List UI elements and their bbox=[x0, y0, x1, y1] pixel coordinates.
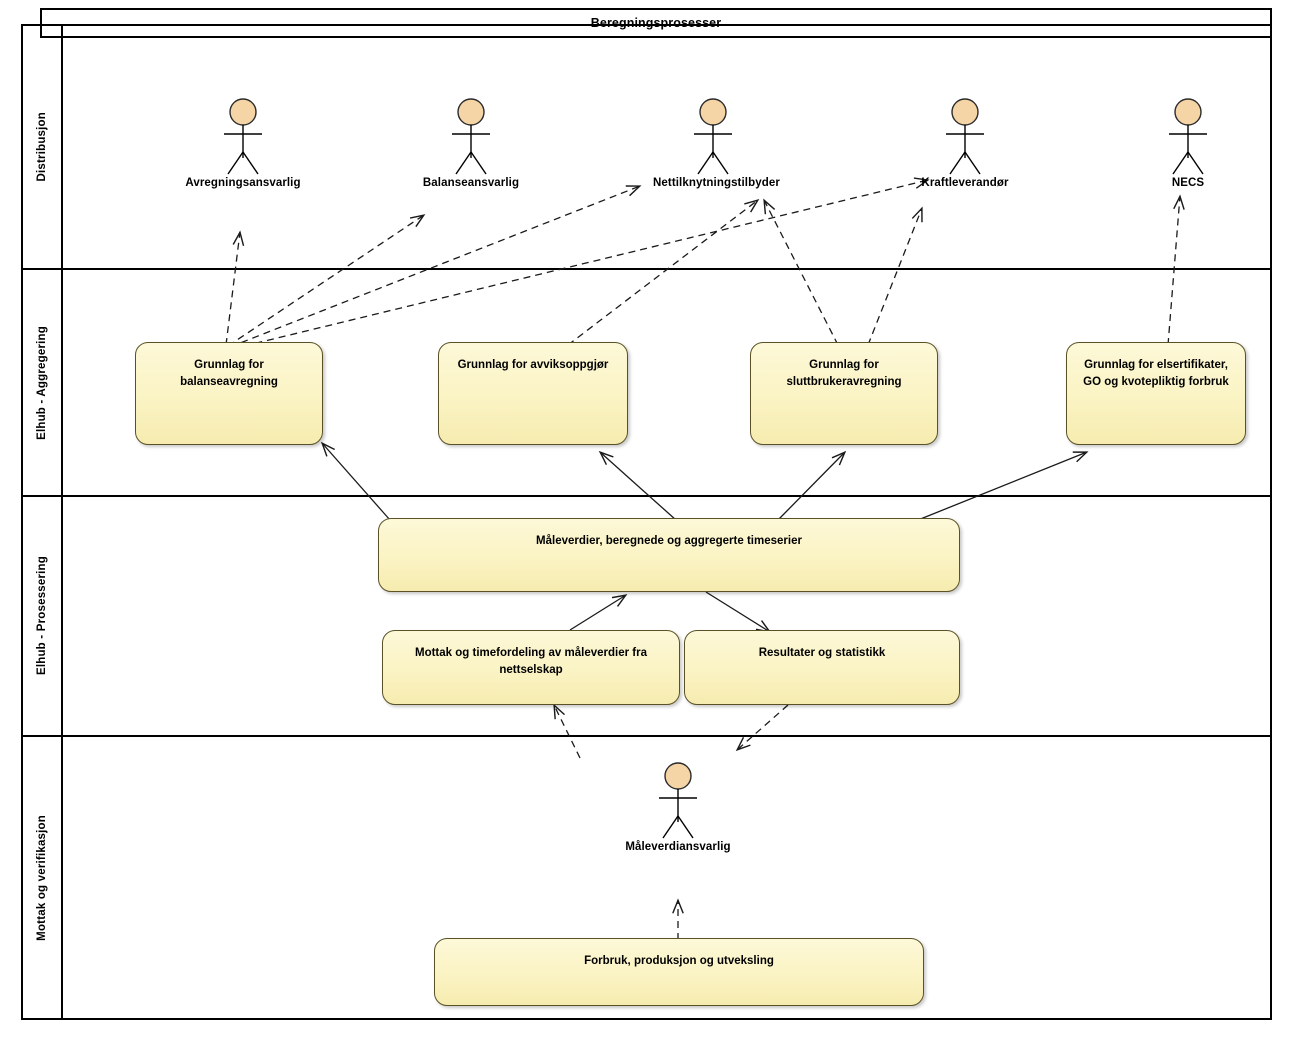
actor-icon bbox=[618, 762, 738, 840]
node-resultater[interactable]: Resultater og statistikk bbox=[684, 630, 960, 705]
swimlane-label-prosessering: Elhub - Prosessering bbox=[36, 556, 48, 676]
swimlane-header-verifikasjon: Mottak og verifikasjon bbox=[23, 737, 63, 1018]
swimlane-label-aggregering: Elhub - Aggregering bbox=[36, 325, 48, 440]
node-sluttbrukeravregning[interactable]: Grunnlag for sluttbrukeravregning bbox=[750, 342, 938, 445]
swimlane-header-distribusjon: Distribusjon bbox=[23, 26, 63, 268]
actor-icon bbox=[653, 98, 773, 176]
node-mottak[interactable]: Mottak og timefordeling av måleverdier f… bbox=[382, 630, 680, 705]
node-maleverdier[interactable]: Måleverdier, beregnede og aggregerte tim… bbox=[378, 518, 960, 592]
node-balanseavregning[interactable]: Grunnlag for balanseavregning bbox=[135, 342, 323, 445]
node-label: Forbruk, produksjon og utveksling bbox=[584, 955, 774, 967]
node-label: Grunnlag for balanseavregning bbox=[180, 359, 278, 388]
diagram-title-bar: Beregningsprosesser bbox=[40, 8, 1272, 38]
node-label: Mottak og timefordeling av måleverdier f… bbox=[415, 647, 647, 676]
swimlane-prosessering: Elhub - Prosessering bbox=[23, 497, 1270, 737]
node-label: Grunnlag for avviksoppgjør bbox=[457, 359, 609, 371]
actor-label: Kraftleverandør bbox=[921, 177, 1009, 189]
node-label: Grunnlag for elsertifikater, GO og kvote… bbox=[1083, 359, 1229, 388]
actor-icon bbox=[1128, 98, 1248, 176]
actor-balanseansvarlig[interactable]: Balanseansvarlig bbox=[411, 98, 531, 189]
node-forbruk[interactable]: Forbruk, produksjon og utveksling bbox=[434, 938, 924, 1006]
node-avviksoppgjor[interactable]: Grunnlag for avviksoppgjør bbox=[438, 342, 628, 445]
actor-necs[interactable]: NECS bbox=[1128, 98, 1248, 189]
actor-maleverdiansvarlig[interactable]: Måleverdiansvarlig bbox=[618, 762, 738, 853]
swimlane-label-distribusjon: Distribusjon bbox=[36, 112, 48, 182]
swimlane-header-aggregering: Elhub - Aggregering bbox=[23, 270, 63, 495]
actor-avregningsansvarlig[interactable]: Avregningsansvarlig bbox=[183, 98, 303, 189]
node-label: Resultater og statistikk bbox=[758, 647, 886, 659]
swimlane-label-verifikasjon: Mottak og verifikasjon bbox=[36, 814, 48, 941]
node-label: Grunnlag for sluttbrukeravregning bbox=[786, 359, 902, 388]
swimlane-verifikasjon: Mottak og verifikasjon bbox=[23, 737, 1270, 1018]
page-title: Beregningsprosesser bbox=[590, 16, 722, 30]
node-elsertifikater[interactable]: Grunnlag for elsertifikater, GO og kvote… bbox=[1066, 342, 1246, 445]
actor-label: Nettilknytningstilbyder bbox=[653, 177, 780, 189]
node-label: Måleverdier, beregnede og aggregerte tim… bbox=[536, 535, 802, 547]
actor-icon bbox=[183, 98, 303, 176]
swimlane-header-prosessering: Elhub - Prosessering bbox=[23, 497, 63, 735]
actor-label: Balanseansvarlig bbox=[422, 177, 520, 189]
actor-kraftleverandor[interactable]: Kraftleverandør bbox=[905, 98, 1025, 189]
actor-label: Avregningsansvarlig bbox=[185, 177, 301, 189]
actor-label: NECS bbox=[1171, 177, 1205, 189]
actor-icon bbox=[905, 98, 1025, 176]
actor-icon bbox=[411, 98, 531, 176]
actor-nettilknytningstilbyder[interactable]: Nettilknytningstilbyder bbox=[653, 98, 780, 189]
actor-label: Måleverdiansvarlig bbox=[625, 841, 731, 853]
